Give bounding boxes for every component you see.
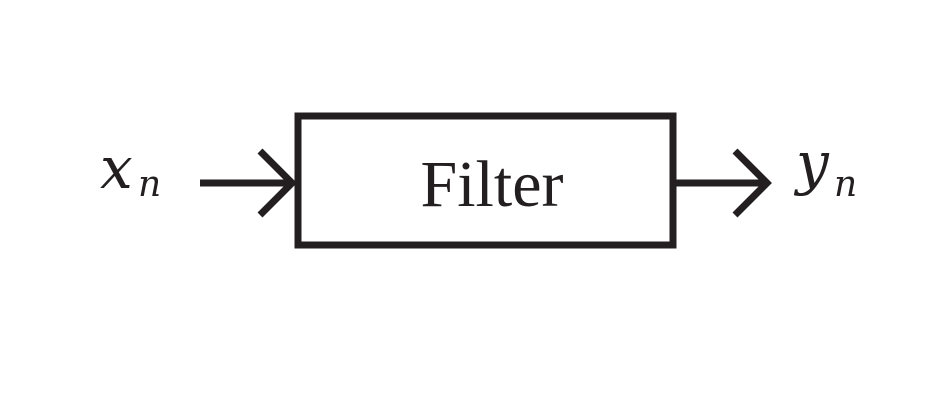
output-signal-label: y n [793, 129, 857, 205]
input-signal-label: x n [100, 134, 161, 205]
filter-block: Filter [294, 112, 677, 249]
input-symbol: x [100, 134, 133, 202]
filter-block-border [294, 112, 677, 249]
output-arrow-head [732, 148, 772, 218]
input-subscript: n [138, 164, 161, 205]
output-symbol: y [793, 129, 830, 197]
output-arrow [676, 148, 772, 218]
filter-block-label: Filter [421, 148, 564, 221]
input-arrow-head [257, 148, 297, 218]
input-arrow [200, 148, 297, 218]
output-subscript: n [834, 164, 857, 205]
